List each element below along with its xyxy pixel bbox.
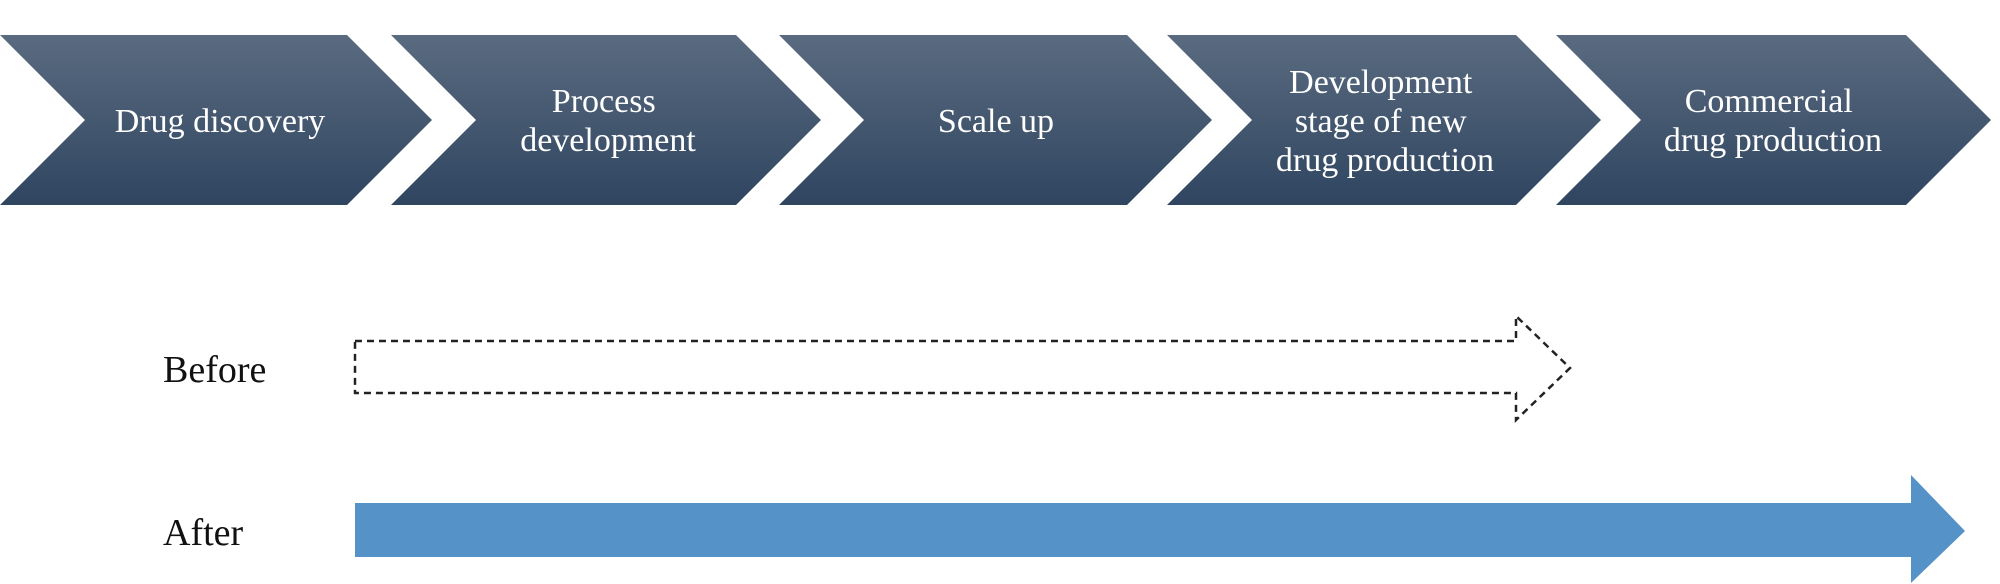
after-arrow xyxy=(355,475,1965,583)
stage-chevrons xyxy=(0,35,1991,205)
after-label: After xyxy=(163,512,244,554)
stage-label-2: Process development xyxy=(520,83,696,159)
before-arrow xyxy=(353,313,1572,423)
stage-label-4: Development stage of new drug production xyxy=(1276,64,1494,179)
stage-chevron-4 xyxy=(1167,35,1601,205)
stage-chevron-1 xyxy=(0,35,432,205)
stage-chevron-5 xyxy=(1556,35,1991,205)
before-label: Before xyxy=(163,349,266,391)
stage-chevron-2 xyxy=(391,35,821,205)
stage-label-5: Commercial drug production xyxy=(1664,83,1882,159)
stage-labels: Drug discovery Process development Scale… xyxy=(115,64,1882,179)
stage-chevron-3 xyxy=(779,35,1212,205)
stage-label-1: Drug discovery xyxy=(115,103,326,140)
stage-label-3: Scale up xyxy=(938,103,1054,140)
